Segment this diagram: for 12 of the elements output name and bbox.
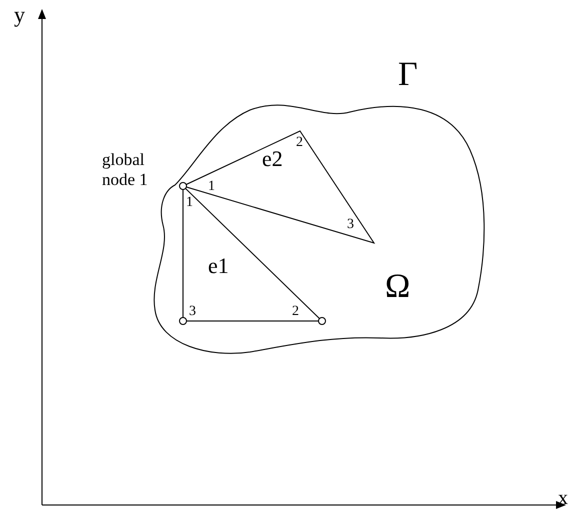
local-node-number: 1 <box>186 196 193 210</box>
local-node-number: 3 <box>189 305 196 319</box>
axis-label: y <box>14 4 25 26</box>
local-node-number: 2 <box>292 305 299 319</box>
local-node-number: 2 <box>296 136 303 150</box>
element-label: e2 <box>262 148 283 170</box>
element-label: e1 <box>208 255 229 277</box>
node-caption: global node 1 <box>102 150 149 190</box>
local-node-number: 1 <box>208 180 215 194</box>
local-node-number: 3 <box>347 218 354 232</box>
region-label: Ω <box>385 270 410 304</box>
boundary-label: Γ <box>398 58 418 92</box>
